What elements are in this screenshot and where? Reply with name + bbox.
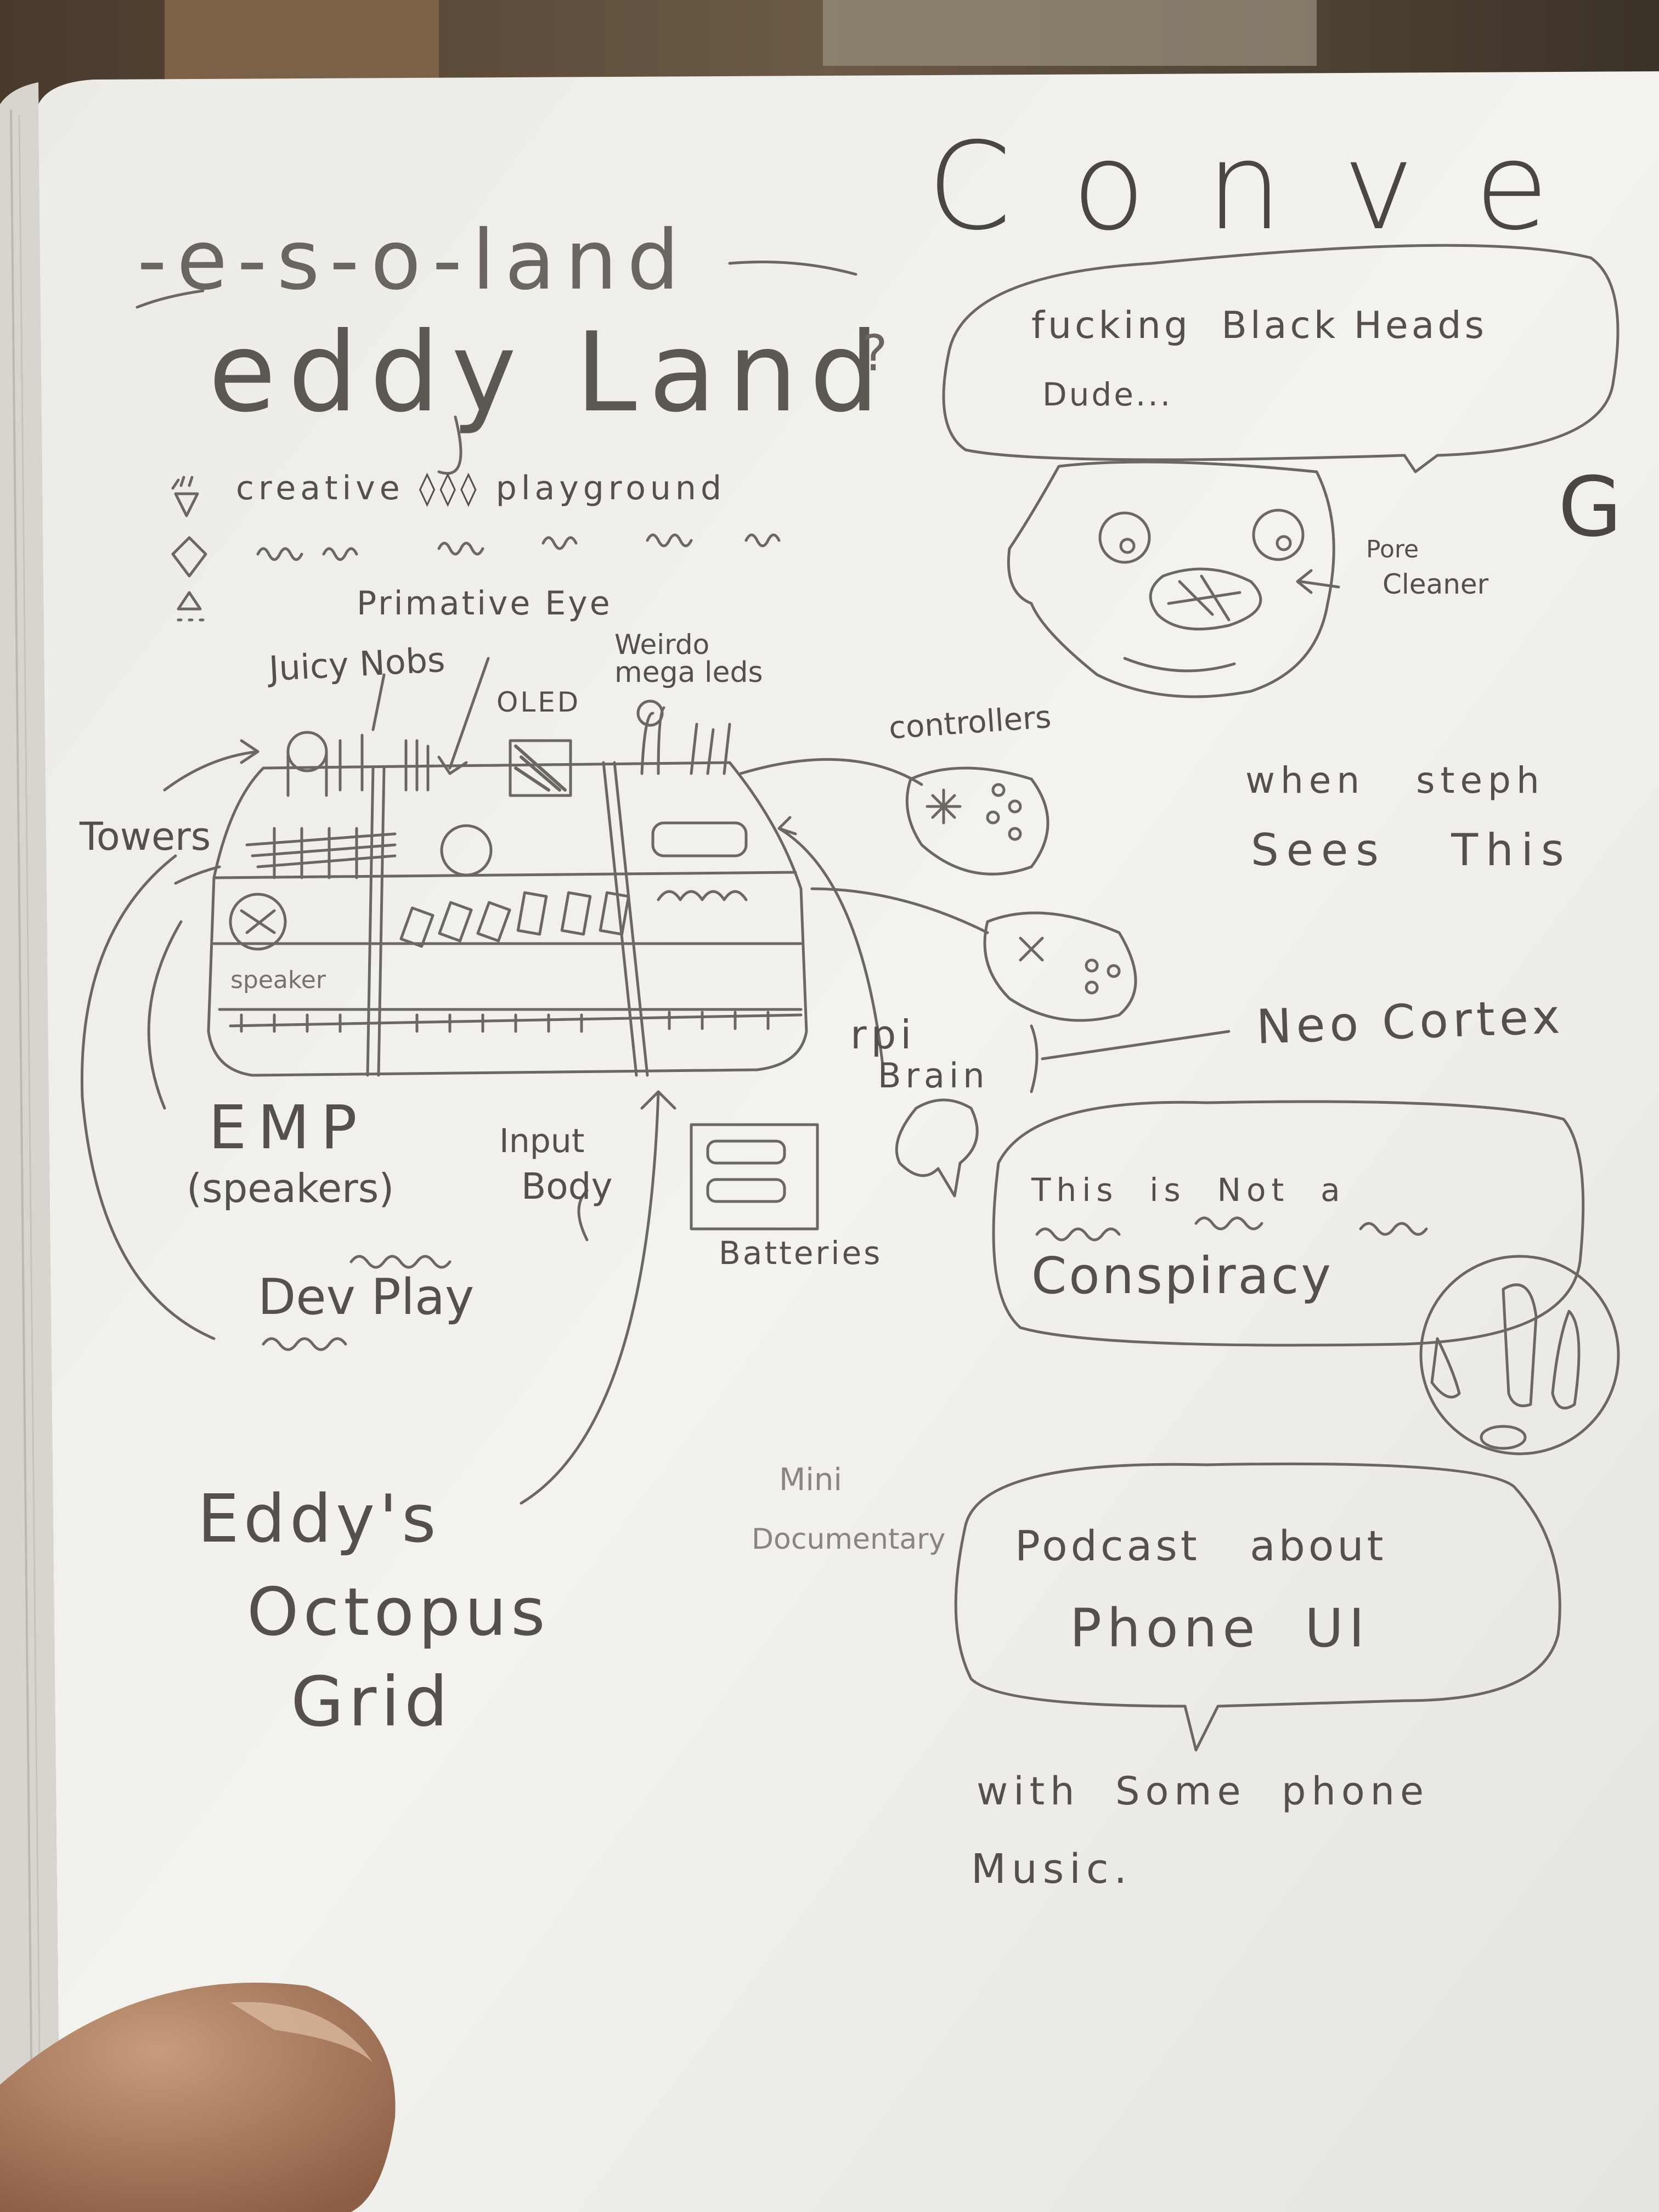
exclamation-circle-icon	[1419, 1255, 1620, 1455]
label-cleaner: Cleaner	[1383, 568, 1489, 600]
bubble-3-line-1: Podcast about	[1015, 1521, 1387, 1570]
bullet-diamond-icon	[171, 536, 207, 578]
arrow-juicy-nobs	[371, 673, 386, 731]
label-emp: EMP	[208, 1092, 368, 1163]
label-batteries: Batteries	[719, 1234, 883, 1272]
label-body: Body	[521, 1165, 613, 1207]
when-steph-line-2: Sees This	[1251, 825, 1572, 876]
label-towers: Towers	[80, 814, 211, 859]
batteries-sketch	[690, 1123, 819, 1231]
bubble-2-line-2: Conspiracy	[1031, 1246, 1333, 1305]
when-steph-line-1: when steph	[1245, 759, 1545, 802]
label-mega-leds: mega leds	[614, 656, 763, 689]
arrow-emp	[147, 920, 183, 1110]
label-brain: Brain	[878, 1056, 989, 1096]
label-oled: OLED	[496, 686, 581, 718]
small-bubble	[895, 1098, 979, 1198]
bullet-eye-icon	[174, 492, 199, 517]
margin-letter-g: G	[1558, 460, 1622, 555]
list-item-creative-playground: creative ◊◊◊ playground	[236, 469, 726, 507]
label-input: Input	[499, 1122, 585, 1160]
arrow-input-body	[577, 1189, 589, 1242]
label-rpi: rpi	[850, 1012, 916, 1058]
label-speaker: speaker	[230, 966, 326, 994]
line-controllers-2	[810, 887, 989, 934]
label-juicy-nobs: Juicy Nobs	[268, 639, 446, 689]
arrow-towers	[163, 739, 259, 792]
speech-bubble-1	[942, 244, 1620, 473]
with-music-line-1: with Some phone	[977, 1769, 1430, 1814]
label-mini: Mini	[779, 1462, 842, 1498]
heading-eddy-land: eddy Land	[208, 309, 891, 437]
device-sketch	[207, 699, 808, 1077]
question-mark: ?	[861, 325, 888, 382]
pencil-sketches	[80, 244, 1620, 1752]
list-item-primative-eye: Primative Eye	[357, 584, 612, 623]
title-eddys: Eddy's	[198, 1481, 441, 1558]
bubble-3-line-2: Phone UI	[1070, 1598, 1370, 1659]
controller-2	[983, 911, 1137, 1022]
controller-1	[905, 766, 1049, 876]
title-grid: Grid	[291, 1662, 453, 1742]
bubble-1-line-2: Dude...	[1042, 376, 1173, 413]
arrow-oled	[437, 657, 490, 775]
squiggle-row	[256, 533, 781, 561]
speech-bubble-2	[992, 1100, 1585, 1347]
label-weirdo: Weirdo	[614, 629, 710, 661]
background-shelf	[165, 0, 439, 88]
speech-bubble-3	[954, 1462, 1561, 1752]
label-speakers: (speakers)	[187, 1165, 394, 1211]
line-neo-cortex	[1041, 1030, 1231, 1060]
bubble-1-line-1: fucking Black Heads	[1031, 304, 1488, 347]
label-dev-play: Dev Play	[258, 1268, 475, 1326]
arrow-towers-2	[174, 865, 221, 885]
title-octopus: Octopus	[247, 1575, 550, 1651]
heading-eso-land: -e-s-o-land	[137, 213, 690, 308]
arrow-octopus-grid	[520, 1090, 676, 1505]
arrow-rpi	[777, 816, 885, 1071]
label-documentary: Documentary	[752, 1523, 946, 1556]
label-pore: Pore	[1366, 535, 1419, 563]
heading-conve: Conve	[927, 116, 1610, 257]
bubble-2-line-1: This is Not a	[1031, 1171, 1346, 1209]
notebook-page	[38, 71, 1659, 2212]
bullet-triangle-icon	[177, 591, 202, 611]
thumb	[0, 1982, 396, 2212]
arrow-dev-play	[80, 854, 216, 1340]
line-controllers	[739, 758, 923, 786]
label-neo-cortex: Neo Cortex	[1255, 989, 1565, 1055]
blackhead-face	[1007, 460, 1335, 698]
with-music-line-2: Music.	[971, 1846, 1133, 1893]
